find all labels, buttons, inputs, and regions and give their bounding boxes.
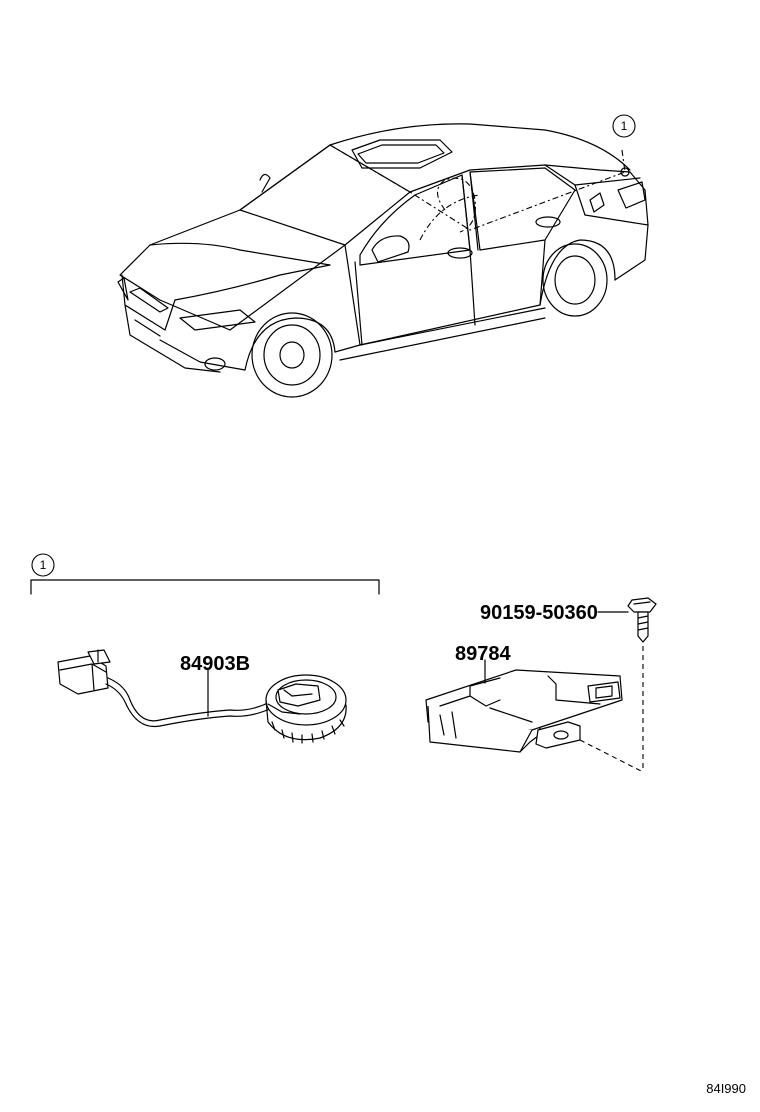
car-illustration (117, 123, 649, 398)
sensor-harness-illustration (57, 649, 347, 744)
module-illustration (425, 659, 623, 753)
module-part-number: 89784 (455, 643, 511, 665)
bolt-part-number: 90159-50360 (480, 602, 598, 624)
figure-id: 84I990 (706, 1081, 746, 1096)
bolt-illustration (579, 597, 657, 773)
car-callout-label: 1 (621, 119, 628, 133)
group-callout-label: 1 (40, 558, 47, 572)
car-location-callout: 1 (612, 114, 636, 138)
group-bracket: 1 (30, 553, 380, 595)
sensor-harness-part-number: 84903B (180, 653, 250, 675)
